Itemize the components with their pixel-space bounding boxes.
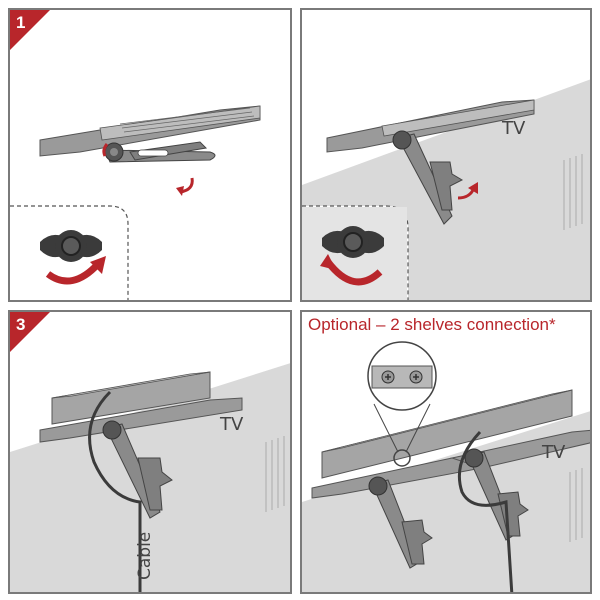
step-1-illustration — [10, 10, 261, 300]
rotate-arrow-icon — [320, 254, 383, 286]
tv-vent — [265, 436, 285, 512]
optional-panel: TV Optional – 2 shelves connection* — [300, 310, 592, 594]
shelf-tray — [326, 99, 535, 153]
wing-nut-icon — [322, 226, 384, 258]
tv-vent — [569, 468, 583, 542]
optional-illustration: TV — [302, 341, 590, 592]
pivot-knob-icon — [464, 448, 484, 468]
stacked-device — [51, 371, 211, 425]
step-number: 3 — [16, 315, 26, 334]
pivot-knob-icon — [368, 476, 388, 496]
shelf-tray — [39, 105, 261, 157]
cable — [88, 390, 142, 592]
step-number: 1 — [16, 13, 26, 32]
tv-label: TV — [219, 414, 244, 435]
stacked-device — [321, 389, 573, 479]
connection-point — [393, 449, 411, 467]
step-3-panel: TV Cable 3 — [8, 310, 292, 594]
rotate-arrow-icon — [457, 182, 478, 200]
screw-icon — [381, 370, 395, 384]
step-badge — [10, 312, 50, 352]
detail-inset — [10, 205, 129, 300]
step-badge — [10, 10, 50, 50]
step-2-panel: TV 2 — [300, 8, 592, 302]
rotate-arrow-icon — [176, 177, 194, 196]
step-3-illustration: TV Cable — [10, 312, 290, 592]
pivot-knob-icon — [102, 420, 122, 440]
magnifier-detail — [367, 341, 437, 411]
optional-title: Optional – 2 shelves connection* — [308, 315, 556, 334]
step-number: 2 — [308, 13, 318, 32]
tv-label: TV — [501, 118, 526, 139]
tv-vent — [563, 154, 583, 230]
rotate-arrow-icon — [45, 256, 106, 285]
pivot-knob-icon — [392, 130, 412, 150]
cable-label: Cable — [135, 532, 155, 580]
cable — [457, 430, 514, 592]
tv-label: TV — [541, 442, 566, 463]
step-2-illustration: TV — [302, 79, 590, 300]
screw-icon — [409, 370, 423, 384]
step-1-panel: 1 — [8, 8, 292, 302]
folded-bracket — [104, 141, 216, 163]
wing-nut-icon — [40, 230, 102, 262]
